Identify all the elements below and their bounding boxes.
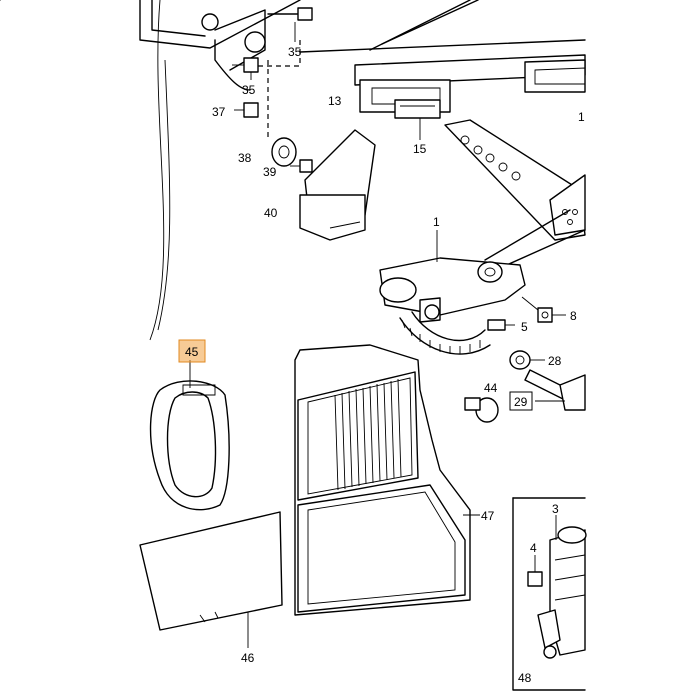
label-35-lower: 35 bbox=[242, 83, 256, 97]
screw-37 bbox=[0, 0, 259, 118]
label-46: 46 bbox=[241, 651, 255, 665]
screw-35-lower bbox=[232, 57, 259, 80]
screw-4 bbox=[527, 555, 543, 587]
bracket-40 bbox=[299, 129, 376, 241]
label-3: 3 bbox=[552, 502, 559, 516]
shaft-29 bbox=[524, 369, 586, 411]
label-37: 37 bbox=[212, 105, 226, 119]
washer-28 bbox=[509, 350, 545, 370]
label-35-upper: 35 bbox=[288, 45, 302, 59]
label-45: 45 bbox=[185, 345, 199, 359]
screw-39 bbox=[290, 159, 313, 173]
label-44: 44 bbox=[484, 381, 498, 395]
part-labels: 35 35 37 38 39 40 13 15 1 1 5 8 28 29 44… bbox=[178, 45, 585, 685]
slider-15 bbox=[394, 99, 441, 140]
label-47: 47 bbox=[481, 509, 495, 523]
glass-rail-13 bbox=[299, 0, 586, 113]
motor-3 bbox=[549, 515, 587, 656]
regulator-arm bbox=[444, 119, 586, 269]
label-5: 5 bbox=[521, 320, 528, 334]
label-45-highlight bbox=[178, 339, 206, 363]
label-cut-1: 1 bbox=[578, 110, 585, 124]
door-panel-outline bbox=[139, 0, 301, 341]
label-39: 39 bbox=[263, 165, 277, 179]
nut-8 bbox=[521, 296, 566, 323]
label-28: 28 bbox=[548, 354, 562, 368]
assembly-dash-line-2 bbox=[258, 40, 301, 67]
label-8: 8 bbox=[570, 309, 577, 323]
bushing-38 bbox=[271, 137, 297, 167]
label-13: 13 bbox=[328, 94, 342, 108]
strip-46 bbox=[139, 511, 283, 648]
label-29: 29 bbox=[514, 395, 528, 409]
seal-45 bbox=[149, 360, 230, 511]
plug-44 bbox=[464, 397, 499, 423]
label-1: 1 bbox=[433, 215, 440, 229]
bolt-5 bbox=[487, 319, 515, 331]
label-29-box bbox=[509, 391, 533, 411]
screw-35-upper bbox=[267, 7, 313, 42]
inset-box-48 bbox=[512, 497, 587, 691]
label-15: 15 bbox=[413, 142, 427, 156]
regulator-mechanism-1 bbox=[379, 230, 526, 355]
label-48: 48 bbox=[518, 671, 532, 685]
trim-panel-47 bbox=[294, 344, 480, 616]
label-4: 4 bbox=[530, 541, 537, 555]
speaker-grille bbox=[334, 378, 402, 491]
label-40: 40 bbox=[264, 206, 278, 220]
label-38: 38 bbox=[238, 151, 252, 165]
